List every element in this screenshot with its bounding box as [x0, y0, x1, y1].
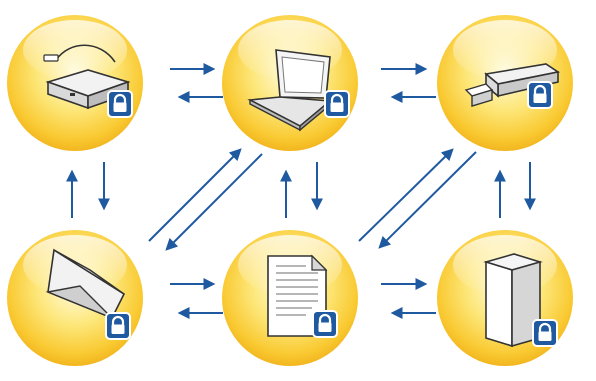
arrow-document-to-usb [358, 148, 454, 242]
lock-icon [104, 311, 132, 341]
server-tower-icon [483, 253, 559, 348]
envelope-icon [45, 248, 132, 341]
document-icon [267, 254, 339, 339]
connection-arrows [66, 63, 536, 319]
lock-icon [323, 89, 351, 119]
arrow-email-to-laptop [148, 148, 242, 242]
arrow-usb-to-document [378, 151, 477, 249]
lock-icon [311, 309, 339, 339]
lock-icon [526, 80, 554, 110]
external-drive-icon [43, 44, 134, 119]
usb-drive-icon [464, 63, 561, 110]
lock-icon [106, 89, 134, 119]
lock-icon [531, 318, 559, 348]
arrow-laptop-to-email [165, 153, 263, 251]
laptop-icon [247, 49, 351, 132]
